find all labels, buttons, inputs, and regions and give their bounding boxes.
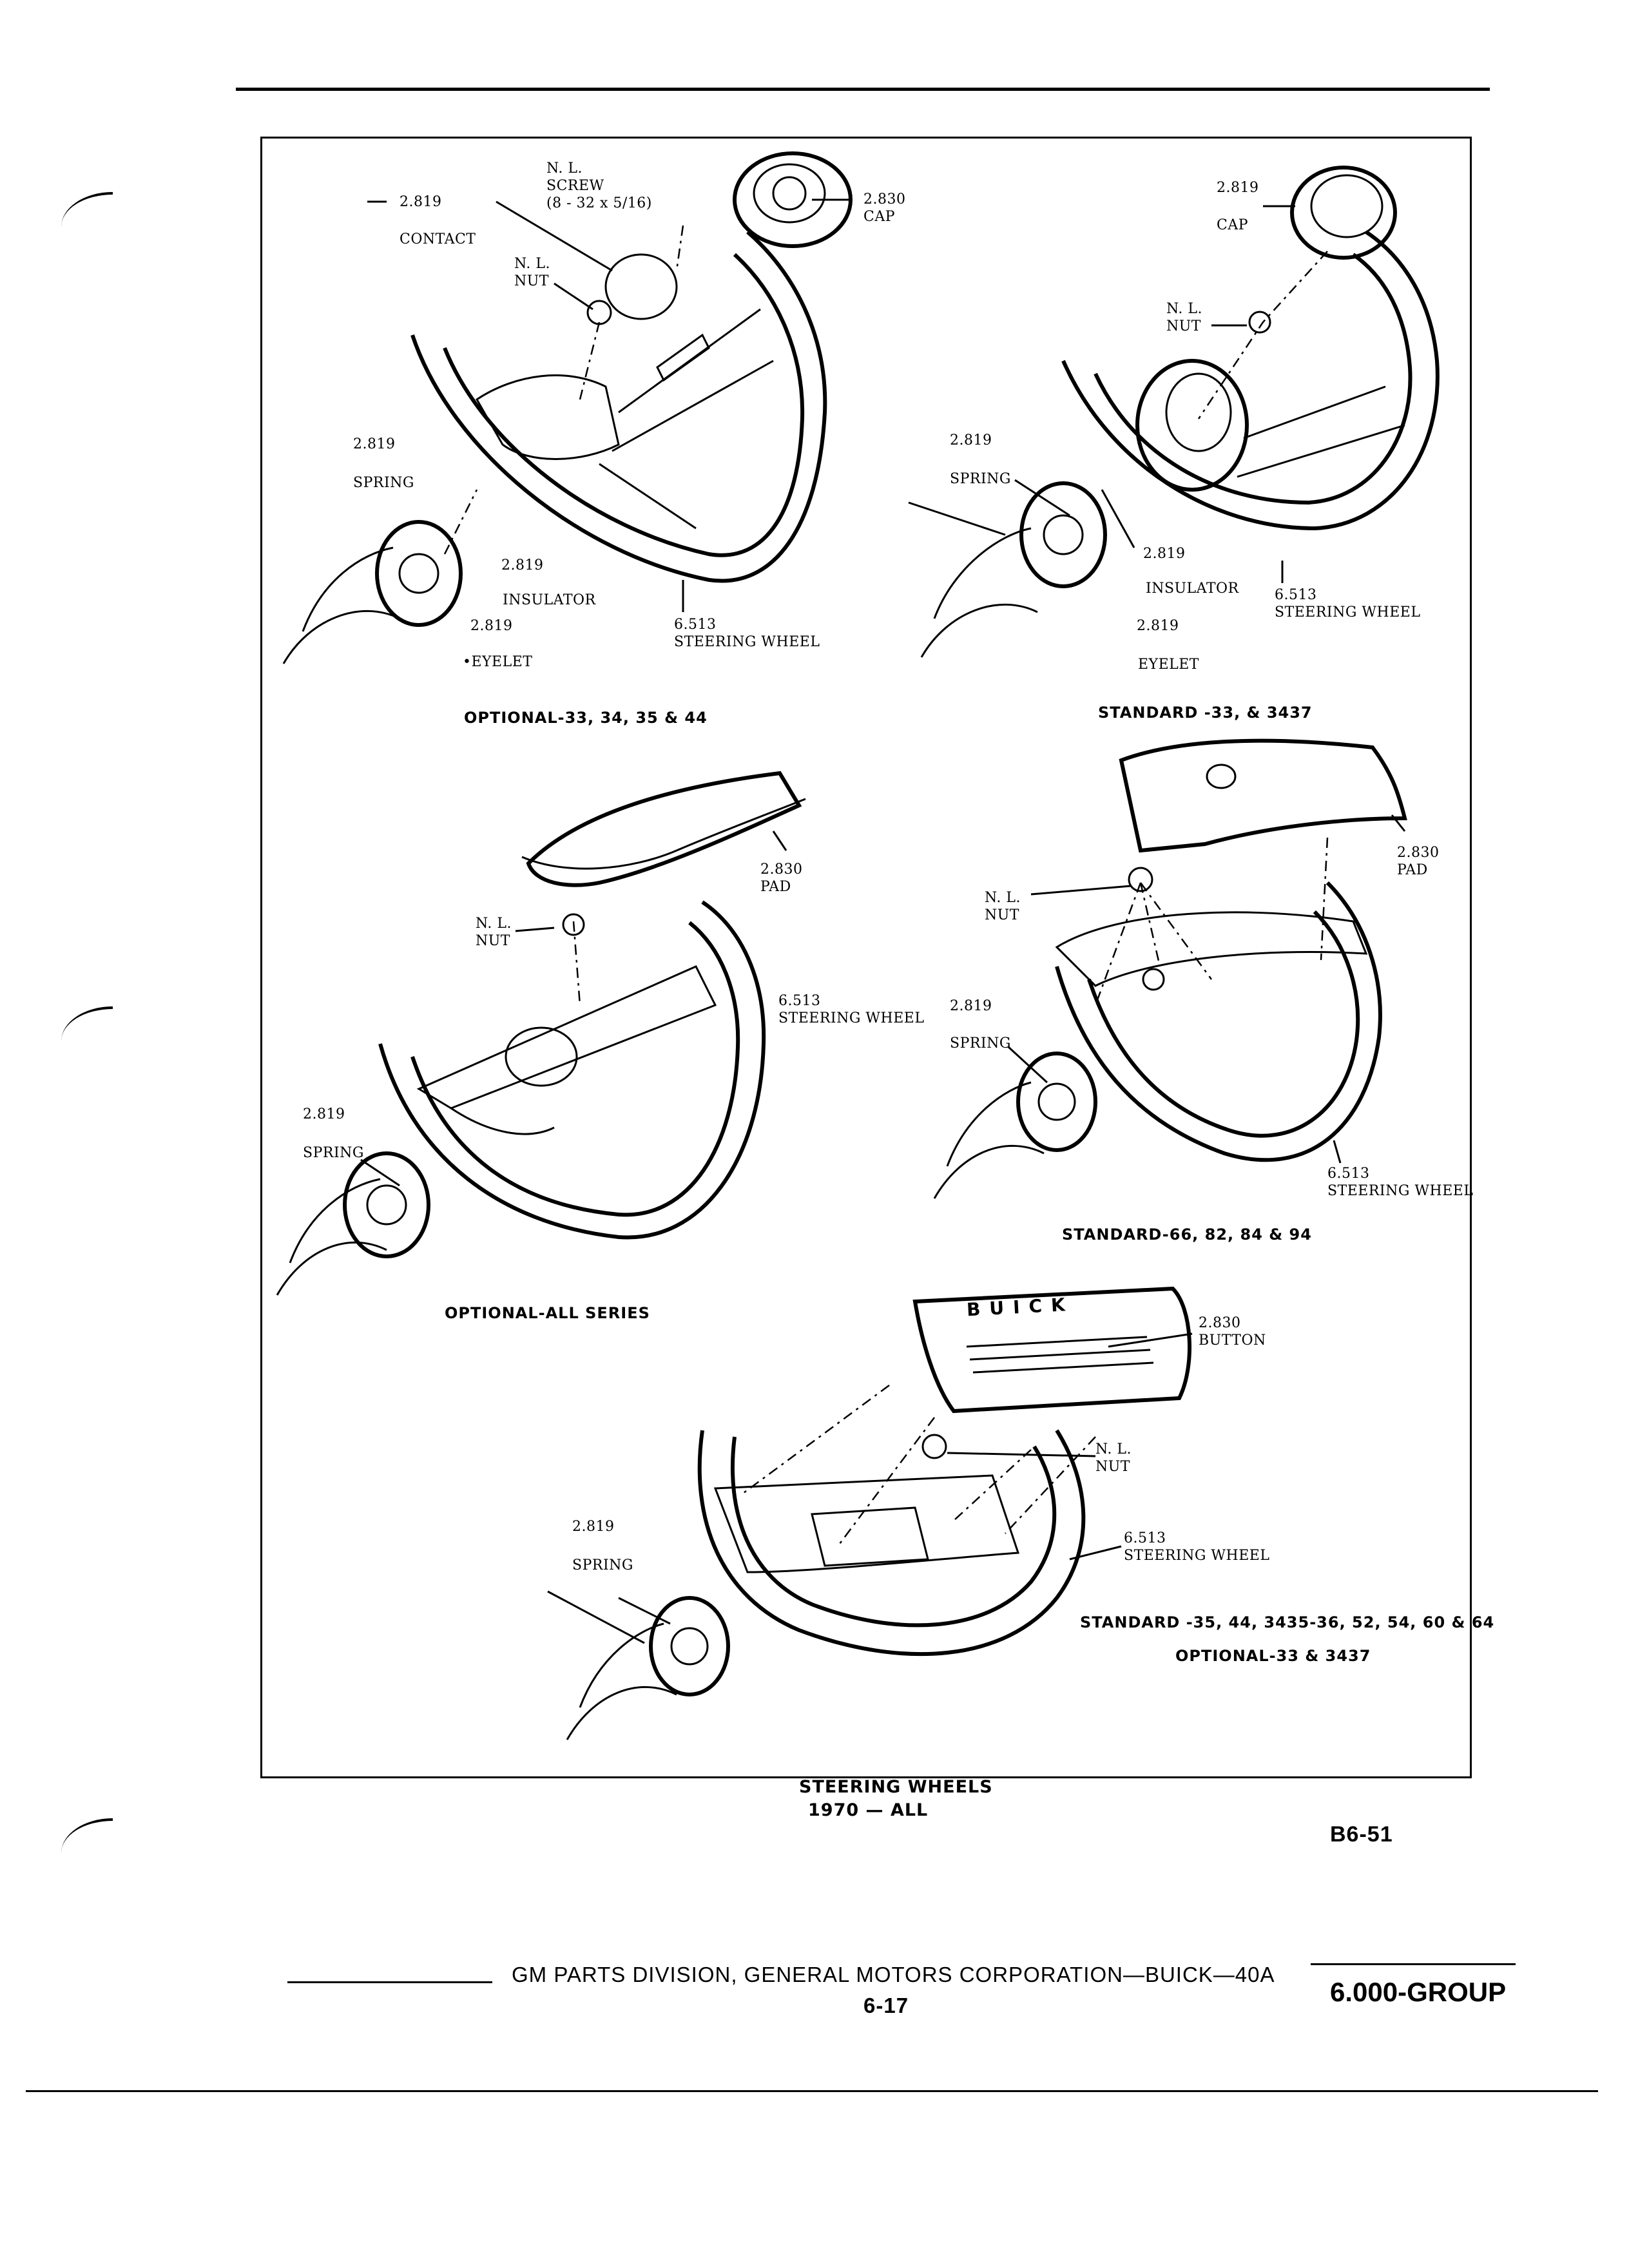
- label-spring: SPRING: [950, 471, 1011, 487]
- footer-group: 6.000-GROUP: [1330, 1977, 1507, 2007]
- label-pad: 2.830 PAD: [1397, 845, 1440, 878]
- label-spring: SPRING: [303, 1145, 364, 1161]
- label-nl-screw: N. L. SCREW (8 - 32 x 5/16): [546, 160, 652, 211]
- figure-caption: OPTIONAL-33, 34, 35 & 44: [464, 709, 708, 727]
- footer-rule-left: [287, 1981, 492, 1983]
- label-spring: SPRING: [950, 1035, 1011, 1052]
- figure-2-drawing: [908, 166, 1440, 658]
- label-part-number: 2.819: [400, 194, 442, 210]
- top-rule: [236, 88, 1490, 91]
- label-eyelet: EYELET: [1138, 657, 1199, 673]
- label-insulator: INSULATOR: [1146, 581, 1239, 597]
- label-part-number: 2.819: [1143, 546, 1186, 562]
- label-steering-wheel: 6.513 STEERING WHEEL: [1124, 1530, 1270, 1564]
- label-steering-wheel: 6.513 STEERING WHEEL: [1275, 587, 1421, 620]
- page-code: B6-51: [1330, 1822, 1393, 1847]
- label-part-number: 2.819: [950, 432, 992, 448]
- label-part-number: 2.819: [303, 1106, 345, 1122]
- footer-publisher: GM PARTS DIVISION, GENERAL MOTORS CORPOR…: [512, 1963, 1275, 1986]
- label-nl-nut: N. L. NUT: [1095, 1441, 1132, 1475]
- footer-rule-right: [1311, 1963, 1516, 1965]
- label-part-number: 2.819: [1217, 180, 1259, 196]
- label-part-number: 2.819: [1137, 618, 1179, 634]
- label-part-number: 2.819: [470, 618, 513, 634]
- figure-1-drawing: [282, 151, 853, 664]
- label-nl-nut: N. L. NUT: [476, 916, 512, 949]
- bottom-rule: [26, 2090, 1598, 2092]
- label-insulator: INSULATOR: [503, 592, 596, 608]
- label-part-number: 2.819: [572, 1519, 615, 1535]
- label-cap: CAP: [1217, 217, 1249, 233]
- label-part-number: 2.819: [501, 557, 544, 573]
- label-button: 2.830 BUTTON: [1199, 1315, 1266, 1349]
- page-title: STEERING WHEELS: [799, 1777, 993, 1797]
- label-steering-wheel: 6.513 STEERING WHEEL: [1327, 1166, 1474, 1199]
- label-nl-nut: N. L. NUT: [1166, 301, 1202, 334]
- figure-caption: STANDARD -35, 44, 3435-36, 52, 54, 60 & …: [1080, 1613, 1495, 1631]
- label-pad: 2.830 PAD: [760, 861, 803, 895]
- figure-caption: OPTIONAL-ALL SERIES: [445, 1304, 650, 1322]
- figure-caption: STANDARD-66, 82, 84 & 94: [1062, 1225, 1312, 1244]
- illustration-frame: [260, 137, 1472, 1778]
- label-steering-wheel: 6.513 STEERING WHEEL: [778, 993, 925, 1026]
- label-cap: 2.830 CAP: [863, 191, 906, 225]
- label-contact: CONTACT: [400, 231, 476, 247]
- label-spring: SPRING: [353, 475, 414, 491]
- page-subtitle: 1970 — ALL: [808, 1800, 929, 1820]
- label-eyelet: •EYELET: [463, 654, 533, 670]
- figure-4-drawing: [933, 738, 1407, 1199]
- figure-caption-secondary: OPTIONAL-33 & 3437: [1175, 1647, 1371, 1665]
- label-nl-nut: N. L. NUT: [514, 256, 550, 289]
- figure-3-drawing: [276, 771, 806, 1296]
- label-steering-wheel: 6.513 STEERING WHEEL: [674, 617, 820, 650]
- label-spring: SPRING: [572, 1557, 633, 1573]
- figure-5-drawing: [547, 1286, 1193, 1740]
- footer-page-number: 6-17: [863, 1994, 909, 2017]
- label-part-number: 2.819: [353, 436, 396, 452]
- label-part-number: 2.819: [950, 998, 992, 1014]
- figure-caption: STANDARD -33, & 3437: [1098, 704, 1313, 722]
- label-nl-nut: N. L. NUT: [985, 890, 1021, 923]
